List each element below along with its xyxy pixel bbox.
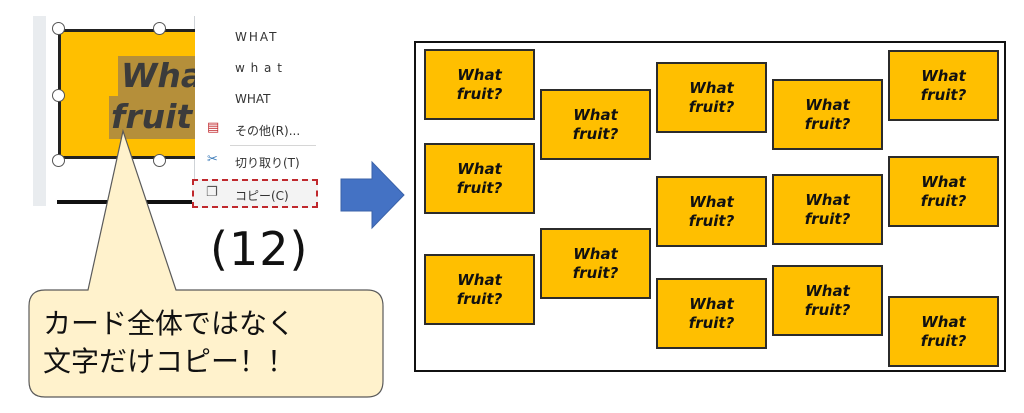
card-line2: fruit? <box>572 124 619 143</box>
card-line1: What <box>457 65 502 84</box>
callout-bubble <box>28 128 384 398</box>
card-line2: fruit? <box>920 85 967 104</box>
callout-line1: カード全体ではなく <box>43 307 296 340</box>
card-text-line2[interactable]: fruit? <box>111 97 212 136</box>
card-line2: fruit? <box>456 289 503 308</box>
card-line1: What <box>805 95 850 114</box>
card-line1: What <box>805 190 850 209</box>
resize-handle[interactable] <box>52 154 65 167</box>
menu-item-uppercase-spaced[interactable]: WHAT <box>235 30 279 44</box>
arrow-right-icon <box>340 160 405 230</box>
resize-handle[interactable] <box>52 89 65 102</box>
card-line1: What <box>457 270 502 289</box>
card-line1: What <box>805 281 850 300</box>
menu-item-uppercase[interactable]: WHAT <box>235 92 271 106</box>
card-line1: What <box>689 78 734 97</box>
card-line2: fruit? <box>456 178 503 197</box>
menu-item-lowercase-spaced[interactable]: w h a t <box>235 61 283 75</box>
card-line1: What <box>921 66 966 85</box>
card-line1: What <box>573 105 618 124</box>
scissors-icon: ✂ <box>207 152 218 167</box>
card-line2: fruit? <box>572 263 619 282</box>
menu-item-more[interactable]: その他(R)... <box>235 124 301 138</box>
card-line2: fruit? <box>920 331 967 350</box>
menu-item-copy[interactable]: コピー(C) <box>235 189 289 203</box>
card-line2: fruit? <box>456 84 503 103</box>
card-line2: fruit? <box>688 97 735 116</box>
card-line1: What <box>573 244 618 263</box>
card-line1: What <box>689 192 734 211</box>
callout-text: カード全体ではなく 文字だけコピー！！ <box>43 305 383 381</box>
copy-icon: ❐ <box>206 185 218 200</box>
menu-separator <box>230 145 316 146</box>
card-line2: fruit? <box>804 209 851 228</box>
card-line2: fruit? <box>688 313 735 332</box>
callout-line2: 文字だけコピー！！ <box>43 345 296 378</box>
more-options-icon: ▤ <box>207 120 220 135</box>
card-line1: What <box>921 312 966 331</box>
step-number: (12) <box>210 222 309 276</box>
card-line2: fruit? <box>688 211 735 230</box>
menu-item-copy-highlight[interactable]: ❐ コピー(C) <box>192 179 318 208</box>
text-selection-highlight <box>118 56 198 98</box>
resize-handle[interactable] <box>52 22 65 35</box>
card-line1: What <box>921 172 966 191</box>
resize-handle[interactable] <box>153 22 166 35</box>
card-line2: fruit? <box>920 191 967 210</box>
menu-item-cut[interactable]: 切り取り(T) <box>235 156 300 170</box>
card-line2: fruit? <box>804 300 851 319</box>
card-line2: fruit? <box>804 114 851 133</box>
resize-handle[interactable] <box>153 154 166 167</box>
card-line1: What <box>689 294 734 313</box>
card-line1: What <box>457 159 502 178</box>
